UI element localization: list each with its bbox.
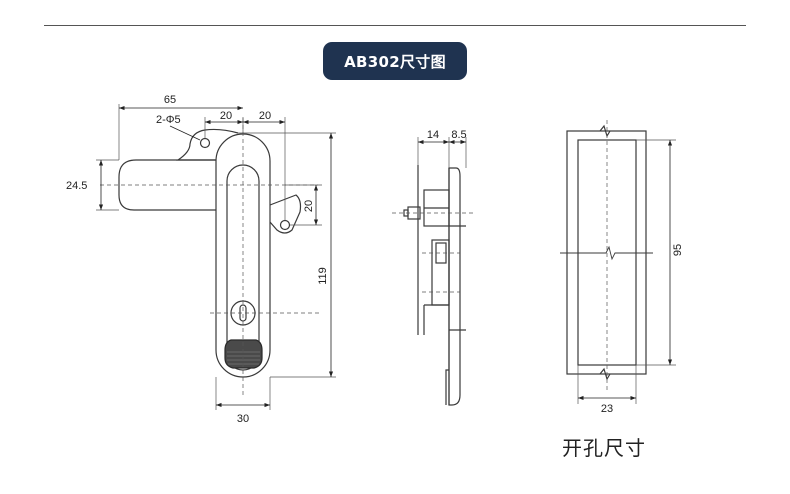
drawing-title: AB302尺寸图 bbox=[323, 42, 467, 80]
dim-hole-offset: 20 bbox=[220, 110, 232, 122]
top-mount-hole bbox=[199, 137, 211, 149]
dim-overall-width: 65 bbox=[164, 94, 176, 106]
top-ear bbox=[176, 128, 239, 161]
cutout-view bbox=[560, 124, 653, 381]
dim-hole-to-right: 20 bbox=[259, 110, 271, 122]
cutout-caption: 开孔尺寸 bbox=[562, 436, 646, 460]
dim-cutout-height: 95 bbox=[672, 244, 684, 256]
dim-hole-spacing-vertical: 20 bbox=[303, 200, 315, 212]
right-ear bbox=[269, 194, 302, 234]
side-front-plate bbox=[448, 167, 461, 406]
left-arm bbox=[118, 159, 216, 211]
dim-hole-spec: 2-Φ5 bbox=[156, 114, 181, 126]
right-mount-hole bbox=[279, 219, 291, 231]
cutout-extension-lines bbox=[577, 139, 676, 404]
front-view bbox=[118, 128, 302, 378]
dim-arm-height: 24.5 bbox=[66, 180, 87, 192]
dim-body-height: 119 bbox=[317, 267, 329, 285]
push-button bbox=[224, 339, 263, 369]
top-divider bbox=[44, 25, 746, 26]
side-view-construction-lines bbox=[392, 212, 474, 293]
front-view-extension-lines bbox=[96, 104, 336, 410]
dim-depth-b: 8.5 bbox=[451, 129, 466, 141]
dim-body-width: 30 bbox=[237, 413, 249, 425]
cutout-outer bbox=[566, 130, 647, 375]
side-view bbox=[403, 165, 466, 406]
front-view-dimension-lines bbox=[98, 105, 334, 408]
dim-depth-a: 14 bbox=[427, 129, 439, 141]
cutout-dimension-lines bbox=[578, 140, 673, 401]
front-view-construction-lines bbox=[100, 118, 320, 395]
dim-cutout-width: 23 bbox=[601, 403, 613, 415]
